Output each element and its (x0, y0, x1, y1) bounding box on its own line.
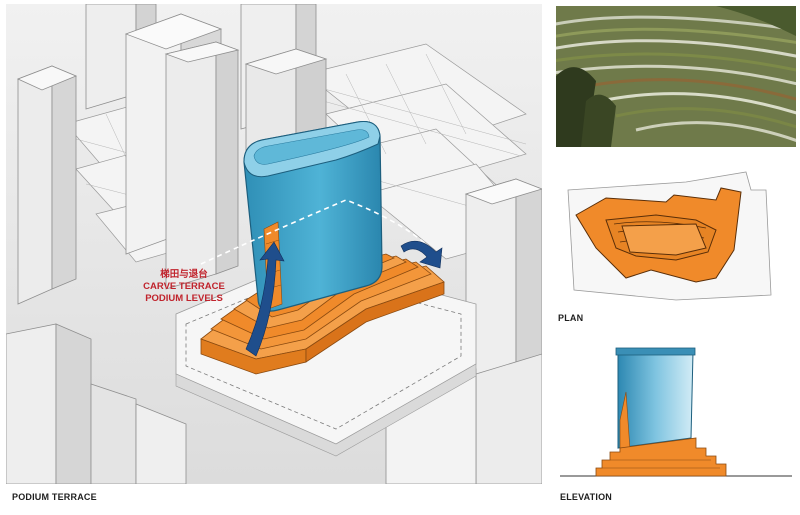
elevation-diagram (560, 347, 792, 477)
plan-caption: PLAN (558, 313, 584, 323)
annotation-chinese: 梯田与退台 (160, 269, 208, 280)
podium-terrace-diagram (6, 4, 542, 484)
context-towers (6, 4, 542, 484)
terrace-flow-dashed-line (200, 199, 427, 265)
context-grid-lines (75, 53, 527, 223)
terrace-annotation: 梯田与退台 CARVE TERRACE PODIUM LEVELS (124, 269, 244, 305)
plan-diagram (567, 171, 772, 301)
annotation-podium-levels: PODIUM LEVELS (145, 293, 223, 304)
elevation-caption: ELEVATION (560, 492, 612, 502)
tower (243, 120, 383, 312)
annotation-carve-terrace: CARVE TERRACE (143, 281, 225, 292)
rice-terrace-photo (556, 6, 796, 147)
terrace-arrows (245, 240, 443, 357)
podium-terrace-caption: PODIUM TERRACE (12, 492, 97, 502)
